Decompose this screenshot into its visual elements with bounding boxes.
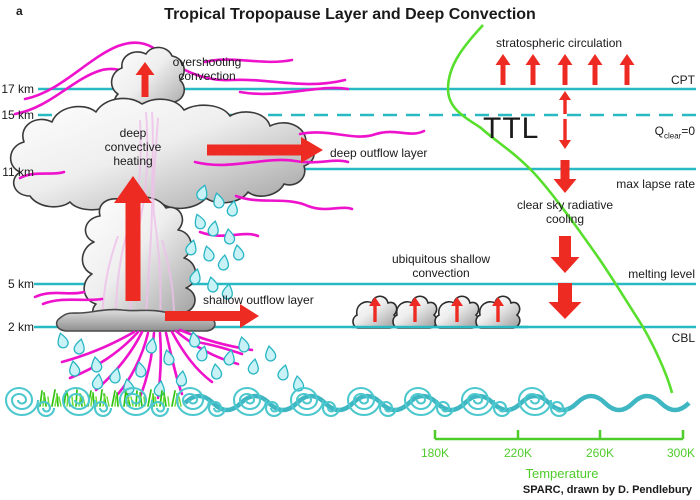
downdraft-streamers <box>60 328 254 400</box>
max-lapse-rate-label: max lapse rate <box>616 177 695 191</box>
credit-text: SPARC, drawn by D. Pendlebury <box>522 484 692 496</box>
ubiquitous-shallow-convection-label: ubiquitous shallow convection <box>391 252 491 281</box>
deep-outflow-right-arrow <box>207 137 323 163</box>
altitude-label-5km: 5 km <box>7 277 34 291</box>
altitude-label-11km: 11 km <box>2 165 34 179</box>
shallow-outflow-right-arrow <box>165 304 259 328</box>
deep-heating-up-arrow <box>114 176 152 301</box>
cpt-label: CPT <box>671 73 695 87</box>
altitude-label-17km: 17 km <box>1 82 34 96</box>
cooling-down-arrow-2 <box>550 236 580 273</box>
temperature-axis <box>433 430 685 441</box>
qclear-label: Qclear=0 <box>654 124 695 141</box>
overshooting-convection-label: overshooting convection <box>172 55 242 84</box>
strat-circ-arrow-1 <box>495 54 511 85</box>
diagram-title: Tropical Tropopause Layer and Deep Conve… <box>164 6 536 23</box>
ocean-waves <box>4 386 691 418</box>
ttl-label: TTL <box>483 112 540 145</box>
shallow-cloud-arrow-3 <box>451 297 463 322</box>
temp-tick-180k: 180K <box>420 446 450 460</box>
cooling-down-arrow-1 <box>553 160 577 193</box>
deep-outflow-layer-label: deep outflow layer <box>330 146 428 160</box>
ttl-up-arrow <box>559 91 571 114</box>
shallow-cloud-arrow-4 <box>492 297 504 322</box>
temp-tick-220k: 220K <box>503 446 533 460</box>
temperature-profile-curve <box>446 24 674 394</box>
shallow-outflow-layer-label: shallow outflow layer <box>203 293 314 307</box>
cooling-down-arrow-3 <box>548 283 582 319</box>
temp-tick-260k: 260K <box>585 446 615 460</box>
shallow-cloud-arrow-1 <box>369 297 381 322</box>
strat-circ-arrow-5 <box>619 54 635 85</box>
shallow-cloud-arrow-2 <box>409 297 421 322</box>
clear-sky-radiative-cooling-label: clear sky radiative cooling <box>516 198 614 227</box>
overshooting-up-arrow <box>135 62 155 97</box>
arrows <box>114 54 635 328</box>
stratospheric-circulation-label: stratospheric circulation <box>496 36 623 50</box>
temp-tick-300k: 300K <box>666 446 696 460</box>
deep-convective-heating-label: deep convective heating <box>104 126 162 169</box>
ttl-down-arrow <box>559 119 571 149</box>
figure-label: a <box>16 4 23 18</box>
strat-circ-arrow-4 <box>587 54 603 85</box>
strat-circ-arrow-3 <box>557 54 573 85</box>
temperature-axis-label: Temperature <box>525 466 599 481</box>
cbl-label: CBL <box>671 331 695 345</box>
altitude-label-2km: 2 km <box>7 320 34 334</box>
shallow-convection-clouds <box>352 295 528 329</box>
melting-level-label: melting level <box>628 267 695 281</box>
strat-circ-arrow-2 <box>525 54 541 85</box>
altitude-label-15km: 15 km <box>1 108 34 122</box>
